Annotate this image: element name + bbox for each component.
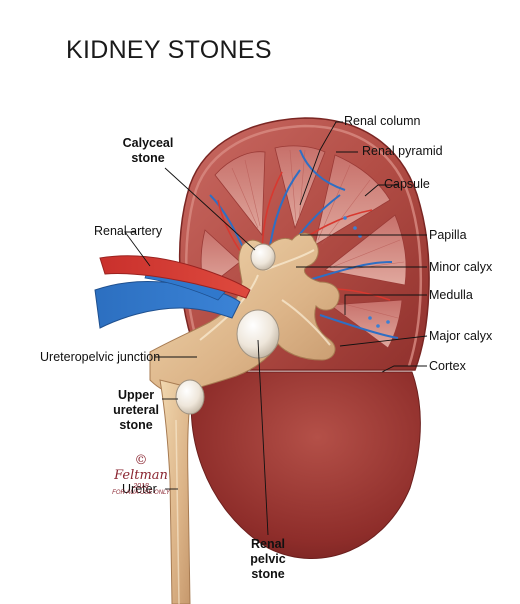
renal-pelvis (149, 232, 340, 394)
label-cortex: Cortex (429, 359, 466, 373)
label-renal-pelvic-stone-line-1: Renal (250, 537, 286, 551)
credit-year: 2018 (133, 483, 149, 490)
leader-lines (124, 121, 428, 536)
label-papilla: Papilla (429, 228, 467, 242)
label-renal-column: Renal column (344, 114, 421, 128)
label-ureter: Ureter (122, 482, 157, 496)
label-calyceal-stone: Calyceal stone (108, 136, 188, 166)
credit-note: FOR AUA USE ONLY (112, 490, 170, 496)
upper-ureteral-stone (175, 379, 205, 415)
label-renal-pelvic-stone-line-2: pelvic (250, 552, 286, 566)
label-renal-pyramid: Renal pyramid (362, 144, 443, 158)
kidney-lower-half (190, 371, 421, 559)
diagram-title: KIDNEY STONES (66, 36, 272, 64)
calyceal-stone (250, 243, 276, 271)
label-calyceal-stone-line-2: stone (131, 151, 165, 165)
label-calyceal-stone-line-1: Calyceal (122, 136, 174, 150)
pyramid-striations (231, 149, 405, 319)
kidney-capsule (185, 124, 423, 367)
artist-signature: Feltman (114, 468, 168, 483)
label-upper-ureteral-stone-line-3: stone (119, 418, 153, 432)
label-medulla: Medulla (429, 288, 473, 302)
label-upper-ureteral-stone-line-2: ureteral (113, 403, 159, 417)
artist-credit: © Feltman 2018 FOR AUA USE ONLY (108, 453, 174, 496)
label-ureteropelvic-junction: Ureteropelvic junction (40, 350, 161, 364)
label-renal-artery: Renal artery (94, 224, 163, 238)
label-renal-pelvic-stone-line-3: stone (251, 567, 285, 581)
label-capsule: Capsule (384, 177, 430, 191)
renal-artery (99, 255, 251, 299)
renal-pelvic-stone (236, 309, 280, 359)
label-renal-pelvic-stone: Renal pelvic stone (238, 537, 298, 582)
label-minor-calyx: Minor calyx (429, 260, 493, 274)
label-upper-ureteral-stone-line-1: Upper (117, 388, 155, 402)
label-upper-ureteral-stone: Upper ureteral stone (104, 388, 168, 433)
copyright-symbol: © (134, 453, 148, 468)
label-major-calyx: Major calyx (429, 329, 493, 343)
